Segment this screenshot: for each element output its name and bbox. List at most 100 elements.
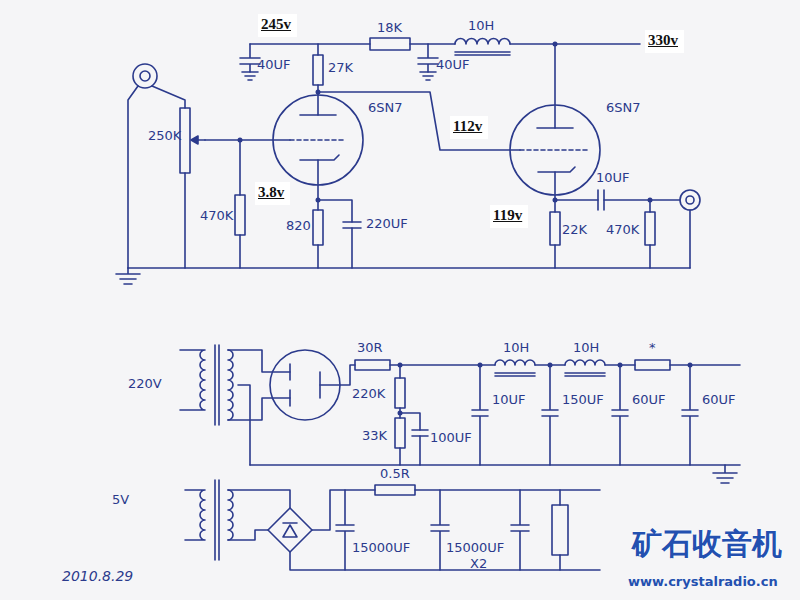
tube-plate — [289, 364, 291, 406]
transformer-primary — [185, 490, 205, 540]
input-jack — [140, 71, 150, 81]
component-value: 220UF — [366, 216, 408, 232]
inductor-core — [565, 373, 605, 376]
wire — [400, 365, 420, 465]
capacitor-symbol — [343, 222, 361, 228]
component-value: 15000UF — [446, 540, 504, 556]
wire — [184, 173, 186, 268]
output-jack — [680, 190, 700, 210]
resistor-symbol — [313, 55, 323, 85]
component-value: 470K — [606, 222, 639, 238]
component-value: 22K — [562, 222, 587, 238]
component-value: 18K — [377, 20, 402, 36]
wire — [228, 490, 290, 540]
component-value: 100UF — [430, 430, 472, 446]
junction-dot — [398, 411, 403, 416]
component-value: 15000UF — [352, 540, 410, 556]
junction-dot — [553, 198, 558, 203]
wire — [554, 44, 556, 128]
component-value: 470K — [200, 208, 233, 224]
tube-grid — [290, 139, 346, 141]
inductor-core — [455, 52, 510, 55]
transformer-core — [215, 480, 219, 560]
ground-symbol — [420, 72, 436, 80]
component-value: 250K — [148, 128, 181, 144]
wire — [239, 140, 241, 268]
capacitor-symbol — [542, 365, 558, 465]
capacitor-symbol — [612, 365, 628, 465]
component-value: 60UF — [632, 392, 666, 408]
component-value: 10H — [503, 340, 529, 356]
tube-cathode — [300, 155, 339, 160]
potentiometer-symbol — [180, 108, 190, 173]
wire — [152, 86, 185, 108]
wire — [318, 92, 520, 150]
inductor-symbol — [455, 39, 510, 45]
voltage-label: 245v — [258, 14, 297, 37]
watermark-url: www.crystalradio.cn — [628, 574, 778, 590]
ground-symbol — [242, 72, 258, 80]
wire — [128, 86, 138, 268]
component-value: * — [649, 340, 656, 356]
junction-dot — [478, 363, 483, 368]
transformer-core — [215, 345, 219, 425]
inductor-symbol — [565, 360, 605, 365]
voltage-label: 330v — [645, 30, 684, 53]
heater-load — [552, 505, 568, 555]
junction-dot — [398, 363, 403, 368]
tube-type: 6SN7 — [368, 100, 403, 116]
ground-rail — [250, 464, 740, 466]
resistor-symbol — [550, 212, 560, 245]
inductor-core — [495, 373, 535, 376]
junction-dot — [548, 363, 553, 368]
junction-dot — [688, 363, 693, 368]
wiper-arrow — [191, 136, 198, 144]
capacitor-symbol — [598, 190, 604, 210]
wire — [555, 172, 690, 268]
junction-dot — [553, 42, 558, 47]
voltage-label: 119v — [490, 205, 528, 228]
resistor-symbol — [235, 195, 245, 235]
lv-rail — [290, 490, 600, 570]
tube-cathode — [538, 167, 575, 172]
wire — [559, 490, 561, 570]
component-value: 10H — [468, 18, 494, 34]
transformer-secondary — [228, 350, 233, 420]
transformer-secondary — [228, 490, 233, 540]
ground-symbol — [116, 268, 140, 284]
resistor-symbol — [395, 418, 405, 448]
junction-dot — [316, 90, 321, 95]
wire — [205, 139, 290, 141]
resistor-symbol — [370, 38, 410, 50]
component-value: 0.5R — [380, 466, 410, 482]
resistor-symbol — [375, 485, 415, 495]
component-value: 820 — [286, 218, 311, 234]
wire — [238, 365, 355, 465]
component-value: 40UF — [436, 57, 470, 73]
resistor-symbol — [645, 212, 655, 245]
junction-dot — [316, 198, 321, 203]
component-value: 30R — [357, 340, 383, 356]
inductor-symbol — [495, 360, 535, 365]
output-jack — [686, 196, 694, 204]
component-value: 10UF — [596, 170, 630, 186]
component-value: 10UF — [492, 392, 526, 408]
capacitor-symbol — [511, 490, 529, 570]
component-value: 220V — [128, 376, 162, 392]
input-jack — [133, 64, 157, 88]
junction-dot — [238, 138, 243, 143]
component-value: 33K — [362, 428, 387, 444]
voltage-label: 112v — [450, 116, 488, 139]
component-value: 40UF — [257, 57, 291, 73]
resistor-symbol — [313, 210, 323, 245]
component-value: 150UF — [562, 392, 604, 408]
tube-type: 6SN7 — [606, 100, 641, 116]
b-plus-rail — [250, 43, 640, 45]
resistor-symbol — [355, 360, 390, 370]
capacitor-symbol — [682, 365, 698, 465]
component-value: 60UF — [702, 392, 736, 408]
diode-symbol — [283, 523, 297, 537]
resistor-symbol — [635, 360, 670, 370]
